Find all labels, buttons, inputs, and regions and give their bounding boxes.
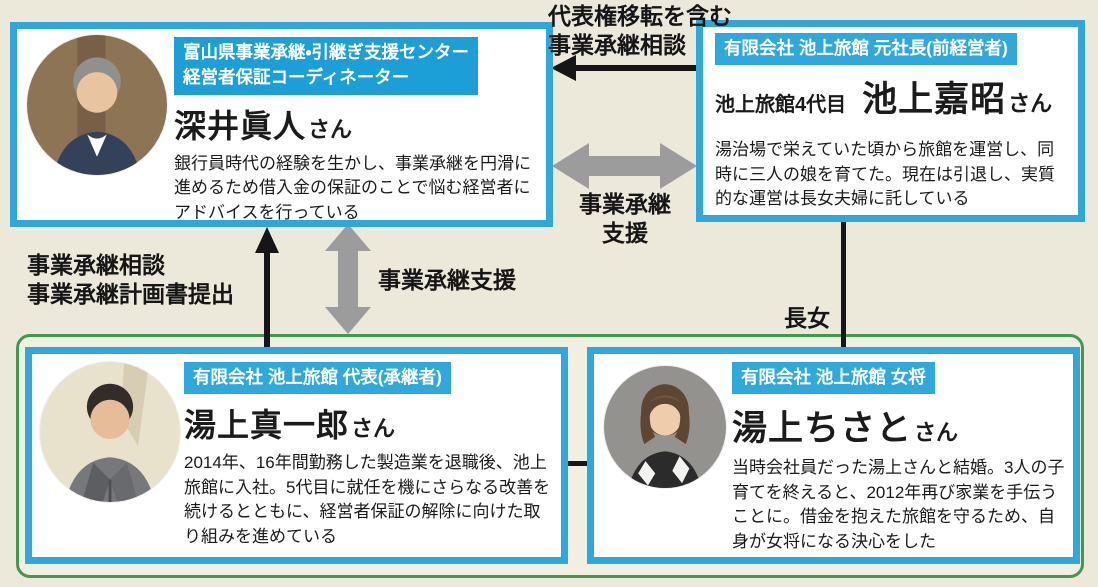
advisor-photo <box>27 35 167 175</box>
former-president-description: 湯治場で栄えていた頃から旅館を運営し、同時に三人の娘を育てた。現在は引退し、実質… <box>715 140 1055 209</box>
advisor-role-line1: 富山県事業承継・引継ぎ支援センター <box>183 42 469 62</box>
former-president-content: 有限会社 池上旅館 元社長(前経営者) 池上旅館4代目池上嘉昭さん 湯治場で栄え… <box>715 33 1068 212</box>
advisor-content: 富山県事業承継・引継ぎ支援センター 経営者保証コーディネーター 深井眞人さん 銀… <box>174 37 538 225</box>
successor-role-tag: 有限会社 池上旅館 代表(承継者) <box>184 362 451 395</box>
okami-name: 湯上ちさと <box>732 409 913 449</box>
successor-portrait-icon <box>40 362 180 502</box>
successor-honorific: さん <box>351 416 396 442</box>
card-okami: 有限会社 池上旅館 女将 湯上ちさとさん 当時会社員だった湯上さんと結婚。3人の… <box>587 347 1080 564</box>
okami-role-tag: 有限会社 池上旅館 女将 <box>732 362 935 395</box>
label-representation-transfer-line2: 事業承継相談 <box>548 31 686 58</box>
successor-photo <box>40 362 180 502</box>
former-president-generation: 池上旅館4代目 <box>715 94 847 117</box>
card-successor: 有限会社 池上旅館 代表(承継者) 湯上真一郎さん 2014年、16年間勤務した… <box>25 347 568 564</box>
label-succession-support-top: 事業承継 支援 <box>545 190 705 248</box>
okami-description: 当時会社員だった湯上さんと結婚。3人の子育てを終えると、2012年再び家業を手伝… <box>732 458 1065 551</box>
consult-arrow-up-icon <box>255 227 279 348</box>
advisor-role-tag: 富山県事業承継・引継ぎ支援センター 経営者保証コーディネーター <box>174 37 478 95</box>
former-president-name: 池上嘉昭 <box>862 80 1007 120</box>
label-eldest-daughter: 長女 <box>784 305 830 331</box>
former-president-honorific: さん <box>1008 91 1053 117</box>
okami-name-row: 湯上ちさとさん <box>732 400 1065 451</box>
card-advisor: 富山県事業承継・引継ぎ支援センター 経営者保証コーディネーター 深井眞人さん 銀… <box>10 22 553 227</box>
daughter-line <box>841 221 846 349</box>
okami-honorific: さん <box>914 420 959 446</box>
label-succession-consult-line1: 事業承継相談 <box>27 252 165 278</box>
former-president-role-tag: 有限会社 池上旅館 元社長(前経営者) <box>715 33 1017 66</box>
label-succession-support-top-line1: 事業承継 <box>579 191 671 217</box>
card-former-president: 有限会社 池上旅館 元社長(前経営者) 池上旅館4代目池上嘉昭さん 湯治場で栄え… <box>696 20 1085 222</box>
support-double-arrow-horizontal-icon <box>552 143 697 189</box>
former-president-name-row: 池上旅館4代目池上嘉昭さん <box>715 71 1068 122</box>
okami-photo <box>604 366 726 488</box>
label-representation-transfer-line1: 代表権移転を含む <box>548 3 732 29</box>
label-succession-consult-line2: 事業承継計画書提出 <box>27 280 234 307</box>
successor-content: 有限会社 池上旅館 代表(承継者) 湯上真一郎さん 2014年、16年間勤務した… <box>184 362 553 549</box>
okami-content: 有限会社 池上旅館 女将 湯上ちさとさん 当時会社員だった湯上さんと結婚。3人の… <box>732 362 1065 554</box>
successor-name-row: 湯上真一郎さん <box>184 400 553 446</box>
advisor-honorific: さん <box>308 116 353 142</box>
advisor-role-line2: 経営者保証コーディネーター <box>183 67 410 88</box>
label-representation-transfer: 代表権移転を含む 事業承継相談 <box>548 2 732 60</box>
advisor-name-row: 深井眞人さん <box>174 101 538 147</box>
label-succession-support-top-line2: 支援 <box>602 219 648 246</box>
label-succession-consult: 事業承継相談 事業承継計画書提出 <box>27 251 234 309</box>
label-succession-support-vertical: 事業承継支援 <box>378 267 516 293</box>
successor-name: 湯上真一郎 <box>184 407 350 444</box>
successor-description: 2014年、16年間勤務した製造業を退職後、池上旅館に入社。5代目に就任を機にさ… <box>184 453 551 546</box>
okami-portrait-icon <box>604 366 726 488</box>
advisor-portrait-icon <box>27 35 167 175</box>
support-double-arrow-vertical-icon <box>325 224 371 334</box>
advisor-description: 銀行員時代の経験を生かし、事業承継を円滑に進めるため借入金の保証のことで悩む経営… <box>174 153 531 222</box>
advisor-name: 深井眞人 <box>174 107 307 144</box>
